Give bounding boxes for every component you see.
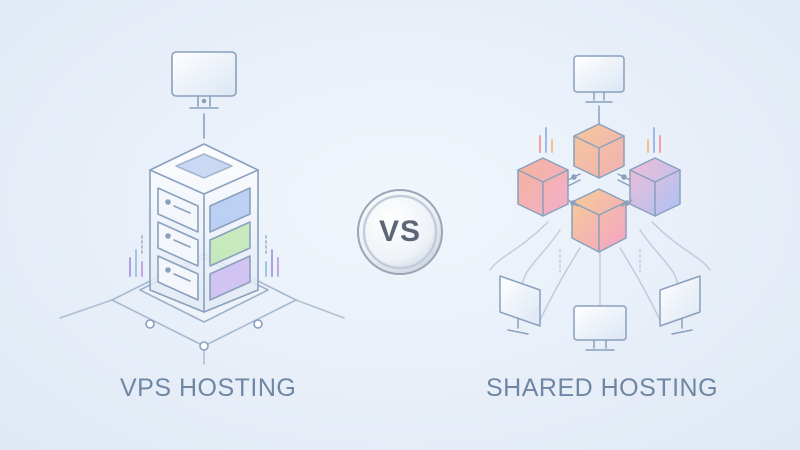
- cube-top: [573, 123, 625, 179]
- desktop-monitor-icon: [659, 275, 701, 335]
- vs-label: VS: [378, 215, 422, 248]
- signal-bars-right: [265, 235, 279, 277]
- signal-bars-right: [647, 127, 661, 153]
- cube-connectors: [567, 173, 633, 207]
- vs-badge: [357, 189, 443, 275]
- desktop-monitor-icon: [573, 55, 625, 103]
- slot-blue: [209, 187, 251, 233]
- signal-bars-left: [129, 235, 143, 277]
- vps-hosting-label: VPS HOSTING: [120, 374, 297, 402]
- shared-illustration: [489, 55, 711, 351]
- desktop-monitor-icon: [171, 51, 237, 109]
- cube-right: [629, 157, 681, 217]
- cube-left: [517, 157, 569, 217]
- slot-purple: [209, 255, 251, 301]
- cube-bottom: [571, 188, 627, 253]
- shared-hosting-label: SHARED HOSTING: [485, 374, 719, 402]
- cube-cluster-icon: [517, 123, 681, 253]
- server-tower-icon: [149, 143, 259, 313]
- slot-green: [209, 221, 251, 267]
- vps-illustration: [59, 51, 345, 365]
- desktop-monitor-icon: [573, 305, 627, 351]
- signal-bars-left: [539, 127, 553, 153]
- client-connections: [489, 221, 711, 321]
- desktop-monitor-icon: [499, 275, 541, 335]
